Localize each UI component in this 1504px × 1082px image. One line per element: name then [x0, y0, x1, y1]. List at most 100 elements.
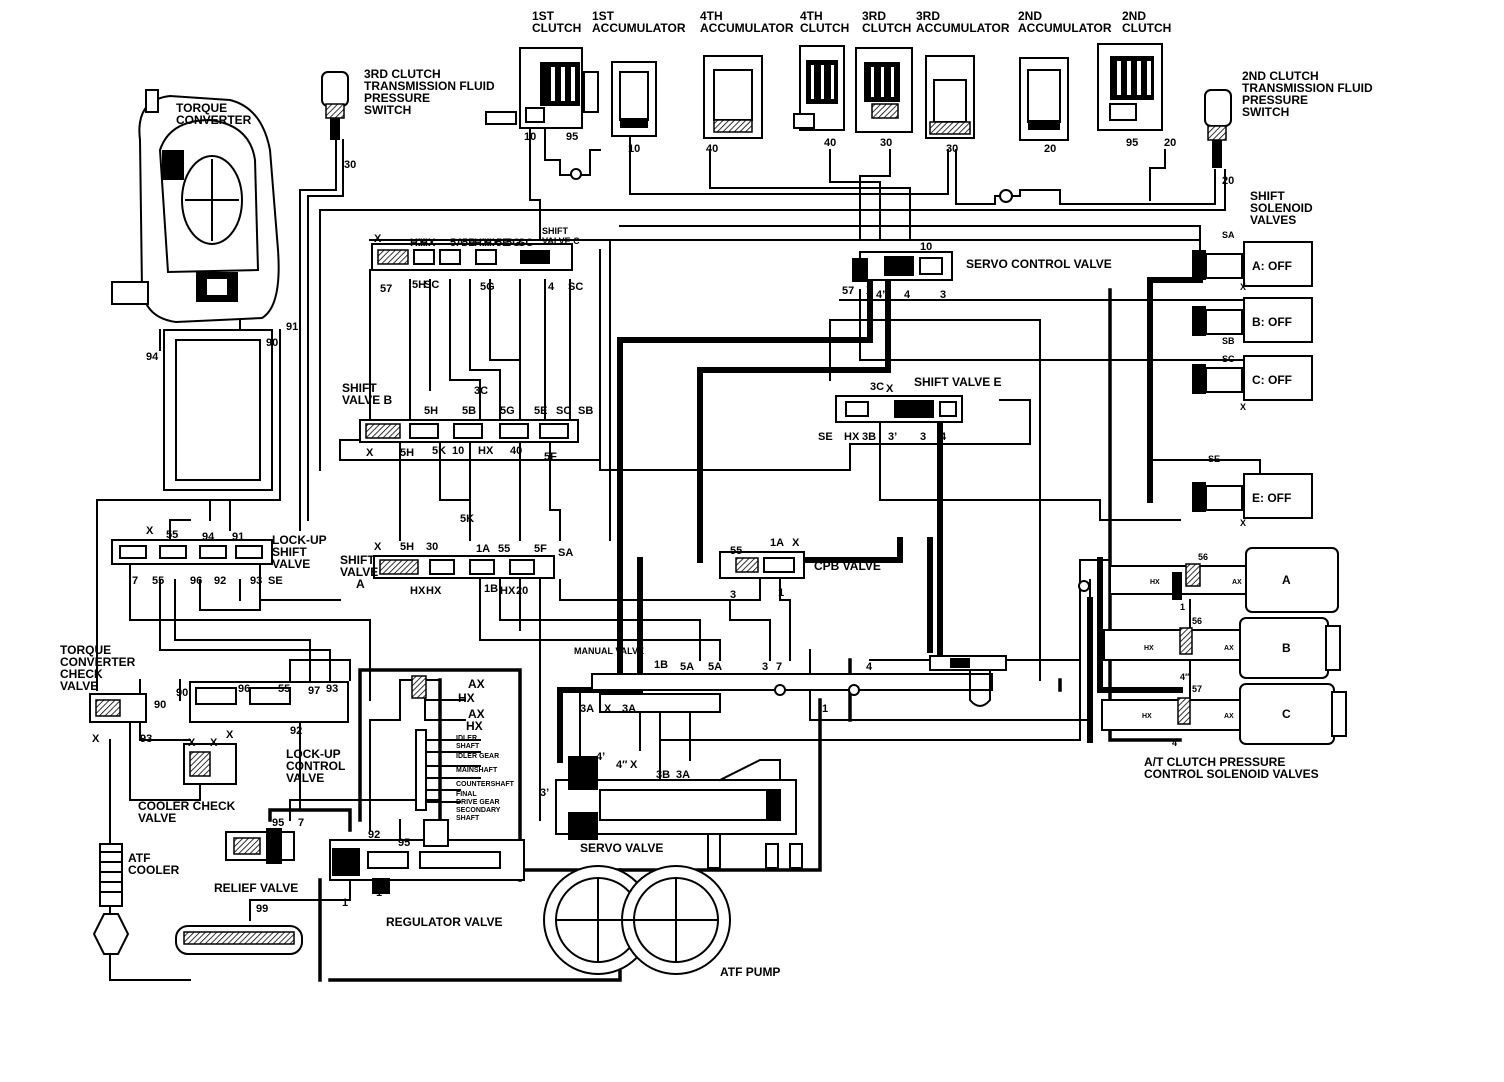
pressure-a-hx: HX: [1150, 579, 1160, 586]
clutch-pressure-solenoid-a: [1109, 547, 1339, 613]
pressure-solenoid-b-port: 56: [1192, 616, 1202, 626]
manual-valve-body: [591, 655, 1007, 713]
solenoid-c-port: SC: [1222, 354, 1235, 364]
shift-valve-b-body: [359, 419, 579, 443]
second-clutch-label-2: CLUTCH: [1122, 21, 1171, 35]
port-number-lock-up-control-0: 90: [176, 687, 188, 699]
lock-up-control-label-1: LOCK-UP: [286, 747, 341, 761]
lock-up-shift-label-3: VALVE: [272, 557, 310, 571]
port-number-shift-valve-e-4: 3B: [862, 431, 876, 443]
torque-converter-check-valve-body: [89, 693, 147, 723]
port-number-manual-3: 3: [762, 661, 768, 673]
port-number-shift-valve-c-bottom-2: SC: [424, 279, 439, 291]
ax-label-2: AX: [468, 707, 485, 721]
solenoid-e-x: X: [1240, 518, 1246, 528]
port-number-shift-valve-c-top-6: HX: [484, 237, 500, 249]
third-switch-label-2: TRANSMISSION FLUID: [364, 79, 495, 93]
port-number-cpb-3: 3: [730, 589, 736, 601]
port-number-shift-valve-c-top-8: 5G: [506, 237, 521, 249]
tc-check-label-3: CHECK: [60, 667, 103, 681]
pressure-a-ax: AX: [1232, 579, 1242, 586]
port-number-lock-up-shift-9: SE: [268, 575, 283, 587]
tc-check-label-2: CONVERTER: [60, 655, 136, 669]
second-clutch: [1097, 43, 1163, 131]
at-clutch-solenoids-label-2: CONTROL SOLENOID VALVES: [1144, 767, 1319, 781]
second-accumulator-label-2: ACCUMULATOR: [1018, 21, 1112, 35]
atf-cooler-label-2: COOLER: [128, 863, 180, 877]
port-number-servo-control-5: 3: [940, 289, 946, 301]
port-number-shift-valve-b-bottom-2: 5K: [432, 445, 446, 457]
port-number-shift-valve-c-bottom-3: 5G: [480, 281, 495, 293]
port-number-lock-up-control-3: 97: [308, 685, 320, 697]
third-clutch: [855, 47, 913, 133]
second-accumulator-label-1: 2ND: [1018, 9, 1042, 23]
idler-shaft-label-1: IDLER: [456, 735, 477, 742]
port-number-manual-9: 1: [822, 703, 828, 715]
first-clutch-label-1: 1ST: [532, 9, 555, 23]
clutch-pressure-solenoid-b: [1103, 617, 1341, 679]
third-clutch-label-1: 3RD: [862, 9, 886, 23]
port-number-shift-valve-a-7: SA: [558, 547, 573, 559]
clutch-pressure-solenoid-c: [1101, 683, 1347, 745]
port-number-manual-8: 3A: [622, 703, 636, 715]
port-number-shift-valve-b-bottom-3: 10: [452, 445, 464, 457]
port-number-manual-7: X: [604, 703, 612, 715]
port-number-servo-control-2: X: [866, 285, 874, 297]
solenoid-a-state: A: OFF: [1252, 259, 1292, 273]
port-number-shift-valve-c-top-0: X: [374, 233, 382, 245]
servo-valve-label: SERVO VALVE: [580, 841, 663, 855]
port-number-shift-valve-b-top-6: SB: [578, 405, 593, 417]
port-number-fourth-clutch-0: 40: [824, 137, 836, 149]
port-number-relief-1: 7: [298, 817, 304, 829]
solenoid-c-state: C: OFF: [1252, 373, 1292, 387]
port-number-shift-valve-a-5: 55: [498, 543, 510, 555]
shift-valve-a-body: [373, 555, 555, 579]
relief-valve-body: [225, 828, 295, 864]
tc-check-label-1: TORQUE: [60, 643, 111, 657]
atf-strainer: [175, 925, 303, 955]
port-number-lock-up-control-2: 55: [278, 683, 290, 695]
port-number-lock-up-control-6: X: [188, 737, 196, 749]
relief-valve-label: RELIEF VALVE: [214, 881, 298, 895]
shift-valve-c-label-2: VALVE C: [542, 236, 580, 246]
port-number-manual-6: 3A: [580, 703, 594, 715]
regulator-valve-body: [329, 819, 525, 894]
port-number-regulator-3: 1: [376, 887, 382, 899]
lock-up-control-label-2: CONTROL: [286, 759, 345, 773]
port-number-third-switch-0: 30: [344, 159, 356, 171]
third-accumulator-label-1: 3RD: [916, 9, 940, 23]
port-number-shift-valve-b-top-5: SC: [556, 405, 571, 417]
second-clutch-label-1: 2ND: [1122, 9, 1146, 23]
third-accumulator: [925, 55, 975, 139]
atf-cooler-body: [92, 843, 130, 955]
port-number-relief-0: 95: [272, 817, 284, 829]
port-number-shift-valve-c-top-4: 5B: [462, 237, 476, 249]
lock-up-shift-label-2: SHIFT: [272, 545, 307, 559]
port-number-third-clutch-0: 30: [880, 137, 892, 149]
third-switch-label-4: SWITCH: [364, 103, 411, 117]
port-number-first-clutch-0: 10: [524, 131, 536, 143]
torque-converter-label-2: CONVERTER: [176, 113, 252, 127]
port-number-shift-valve-b-top-4: 5E: [534, 405, 547, 417]
shift-solenoids-label-1: SHIFT: [1250, 189, 1285, 203]
port-number-shift-valve-c-top-1: HX: [410, 237, 426, 249]
port-number-shift-valve-b-top-1: 5B: [462, 405, 476, 417]
port-number-lock-up-shift-4: 7: [132, 575, 138, 587]
port-number-lock-up-control-5: X: [226, 729, 234, 741]
lock-up-shift-label-1: LOCK-UP: [272, 533, 327, 547]
port-number-lock-up-shift-5: 55: [152, 575, 164, 587]
port-number-lock-up-shift-7: 92: [214, 575, 226, 587]
port-number-shift-valve-b-bottom-1: 5H: [400, 447, 414, 459]
shift-valve-c-label-1: SHIFT: [542, 226, 569, 236]
port-number-tc-check-0: 90: [154, 699, 166, 711]
pressure-solenoid-a-out: 1: [1180, 602, 1185, 612]
port-number-torque-converter-2: 90: [266, 337, 278, 349]
fourth-accumulator: [703, 55, 763, 139]
port-number-second-accumulator-0: 20: [1044, 143, 1056, 155]
torque-converter-label-1: TORQUE: [176, 101, 227, 115]
port-number-manual-2: 5A: [708, 661, 722, 673]
idler-shaft-label-2: SHAFT: [456, 743, 480, 750]
cooler-check-label-1: COOLER CHECK: [138, 799, 236, 813]
port-number-shift-valve-a-11: HX: [500, 585, 516, 597]
port-number-shift-valve-b-top-3: 5G: [500, 405, 515, 417]
